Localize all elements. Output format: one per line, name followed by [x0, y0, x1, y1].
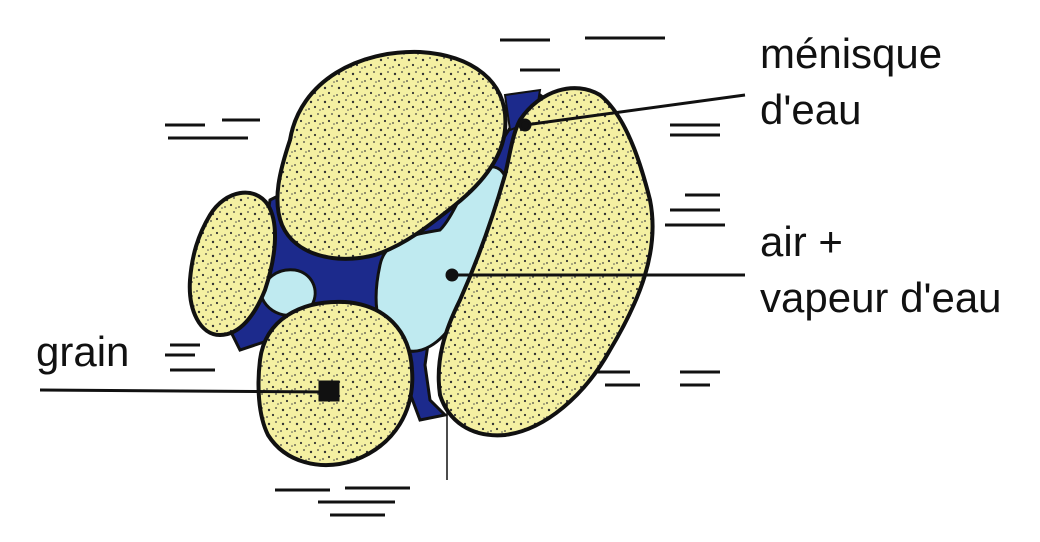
grain-label: grain [36, 328, 129, 376]
grain-leader [40, 390, 330, 392]
air-label-line2: vapeur d'eau [760, 274, 1002, 322]
menisque-label-line1: ménisque [760, 30, 942, 78]
air-label-line1: air + [760, 218, 843, 266]
menisque-label-line2: d'eau [760, 86, 861, 134]
